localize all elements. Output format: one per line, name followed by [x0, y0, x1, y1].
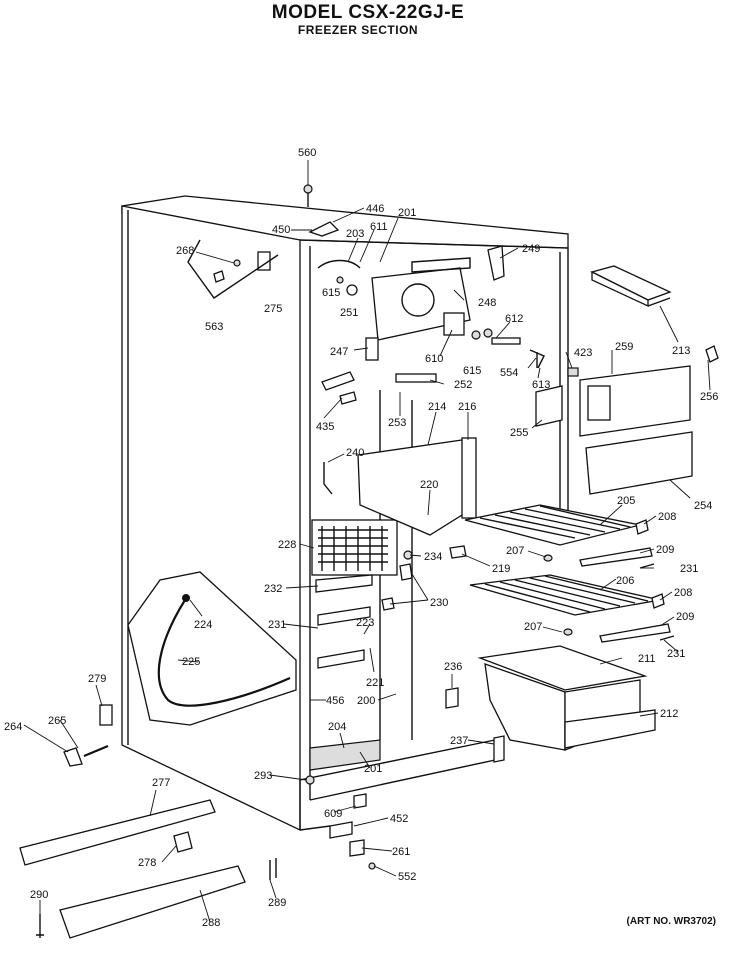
part-label: 256 — [700, 391, 718, 403]
part-label: 609 — [324, 808, 342, 820]
part-label: 289 — [268, 897, 286, 909]
part-label: 204 — [328, 721, 346, 733]
part-label: 212 — [660, 708, 678, 720]
part-label: 220 — [420, 479, 438, 491]
air-duct-panel — [357, 437, 477, 536]
part-label: 214 — [428, 401, 446, 413]
part-label: 612 — [505, 313, 523, 325]
evaporator-coil — [311, 519, 398, 576]
part-label: 205 — [617, 495, 635, 507]
part-label: 251 — [340, 307, 358, 319]
part-label: 203 — [346, 228, 364, 240]
middle-parts — [63, 545, 505, 767]
part-label: 255 — [510, 427, 528, 439]
part-label: 240 — [346, 447, 364, 459]
part-label: 265 — [48, 715, 66, 727]
part-label: 206 — [616, 575, 634, 587]
part-label: 236 — [444, 661, 462, 673]
part-label: 208 — [658, 511, 676, 523]
part-label: 248 — [478, 297, 496, 309]
part-label: 219 — [492, 563, 510, 575]
part-label: 615 — [322, 287, 340, 299]
part-label: 231 — [268, 619, 286, 631]
page-subtitle: FREEZER SECTION — [297, 23, 419, 37]
part-label: 563 — [205, 321, 223, 333]
part-label: 231 — [680, 563, 698, 575]
part-label: 209 — [656, 544, 674, 556]
wire-shelves — [464, 504, 675, 643]
part-label: 225 — [182, 656, 200, 668]
part-label: 615 — [463, 365, 481, 377]
part-label: 261 — [392, 846, 410, 858]
part-label: 232 — [264, 583, 282, 595]
part-label: 264 — [4, 721, 22, 733]
part-label: 228 — [278, 539, 296, 551]
part-label: 554 — [500, 367, 518, 379]
part-labels: 560 446 450 201 203 611 268 249 615 251 … — [4, 147, 718, 929]
part-label: 201 — [364, 763, 382, 775]
part-label: 435 — [316, 421, 334, 433]
part-label: 277 — [152, 777, 170, 789]
part-label: 279 — [88, 673, 106, 685]
freezer-basket — [477, 645, 656, 751]
part-label: 452 — [390, 813, 408, 825]
upper-small-parts — [187, 184, 579, 495]
part-label: 450 — [272, 224, 290, 236]
part-label: 249 — [522, 243, 540, 255]
part-label: 237 — [450, 735, 468, 747]
page-title: MODEL CSX-22GJ-E — [271, 2, 465, 23]
part-label: 207 — [506, 545, 524, 557]
part-label: 252 — [454, 379, 472, 391]
part-label: 446 — [366, 203, 384, 215]
art-number: (ART NO. WR3702) — [626, 916, 716, 927]
part-label: 254 — [694, 500, 712, 512]
part-label: 288 — [202, 917, 220, 929]
part-label: 208 — [674, 587, 692, 599]
part-label: 552 — [398, 871, 416, 883]
tube-assembly-group — [127, 571, 297, 726]
part-label: 247 — [330, 346, 348, 358]
leader-lines — [23, 160, 711, 923]
part-label: 200 — [357, 695, 375, 707]
part-label: 201 — [398, 207, 416, 219]
part-label: 209 — [676, 611, 694, 623]
part-label: 275 — [264, 303, 282, 315]
part-label: 611 — [370, 221, 388, 233]
part-label: 423 — [574, 347, 592, 359]
part-label: 207 — [524, 621, 542, 633]
part-label: 610 — [425, 353, 443, 365]
part-label: 213 — [672, 345, 690, 357]
part-label: 234 — [424, 551, 442, 563]
part-label: 216 — [458, 401, 476, 413]
part-label: 253 — [388, 417, 406, 429]
part-label: 456 — [326, 695, 344, 707]
control-housing — [365, 257, 471, 361]
part-label: 268 — [176, 245, 194, 257]
part-label: 560 — [298, 147, 316, 159]
part-label: 221 — [366, 677, 384, 689]
rear-panels — [579, 345, 719, 495]
part-label: 278 — [138, 857, 156, 869]
ice-tray — [590, 265, 672, 308]
part-label: 293 — [254, 770, 272, 782]
bottom-parts — [19, 775, 376, 939]
part-label: 224 — [194, 619, 212, 631]
part-label: 290 — [30, 889, 48, 901]
part-label: 211 — [638, 653, 656, 665]
part-label: 613 — [532, 379, 550, 391]
part-label: 259 — [615, 341, 633, 353]
part-label: 223 — [356, 617, 374, 629]
part-label: 231 — [667, 648, 685, 660]
part-label: 230 — [430, 597, 448, 609]
